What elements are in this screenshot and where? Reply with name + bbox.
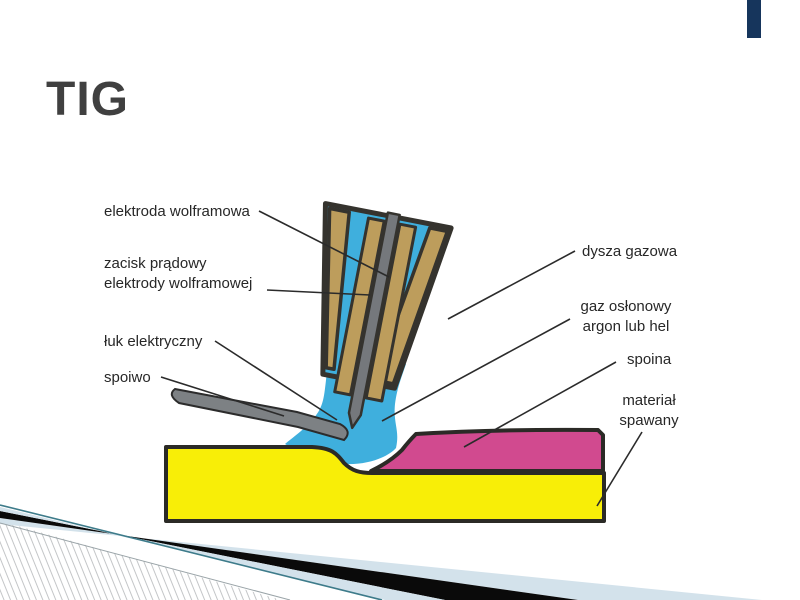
electrode-clamp-right	[364, 222, 418, 403]
leader-elektroda	[258, 210, 390, 278]
label-luk-elektryczny: łuk elektryczny	[104, 332, 202, 352]
weld-bead	[369, 427, 605, 473]
slide-decoration-stripes	[0, 504, 762, 600]
label-gaz-line2: argon lub hel	[582, 318, 670, 335]
label-dysza-gazowa: dysza gazowa	[582, 242, 677, 262]
label-material-spawany: materiał spawany	[612, 391, 686, 431]
leader-lines	[160, 210, 643, 507]
deco-teal-line	[0, 504, 383, 600]
page-title: TIG	[46, 73, 129, 127]
corner-accent-bar	[747, 0, 761, 38]
label-material-line2: spawany	[619, 412, 679, 429]
leader-zacisk	[266, 289, 371, 296]
label-zacisk-line1: zacisk prądowy	[104, 255, 207, 272]
leader-material	[596, 431, 643, 507]
label-gaz-oslonowy: gaz osłonowy argon lub hel	[570, 297, 682, 337]
leader-gaz	[381, 318, 571, 422]
leader-spoina	[463, 361, 617, 448]
label-spoiwo-text: spoiwo	[104, 369, 151, 386]
label-zacisk-line2: elektrody wolframowej	[104, 275, 253, 292]
label-spoina-text: spoina	[627, 351, 672, 368]
label-spoina: spoina	[627, 350, 671, 370]
filler-rod	[170, 387, 349, 442]
label-material-line1: materiał	[622, 392, 676, 409]
tungsten-electrode	[347, 211, 401, 430]
label-gaz-line1: gaz osłonowy	[580, 298, 672, 315]
leader-luk	[214, 340, 338, 421]
leader-spoiwo	[160, 376, 285, 417]
electrode-clamp-left	[333, 216, 386, 397]
label-elektroda-text: elektroda wolframowa	[104, 203, 250, 220]
label-luk-text: łuk elektryczny	[104, 333, 203, 350]
label-zacisk-pradowy: zacisk prądowy elektrody wolframowej	[104, 254, 252, 294]
tig-torch	[320, 201, 454, 430]
label-elektroda-wolframowa: elektroda wolframowa	[104, 202, 250, 222]
label-dysza-text: dysza gazowa	[582, 243, 678, 260]
deco-gray-line	[0, 522, 291, 600]
leader-dysza	[447, 250, 576, 320]
label-spoiwo: spoiwo	[104, 368, 151, 388]
